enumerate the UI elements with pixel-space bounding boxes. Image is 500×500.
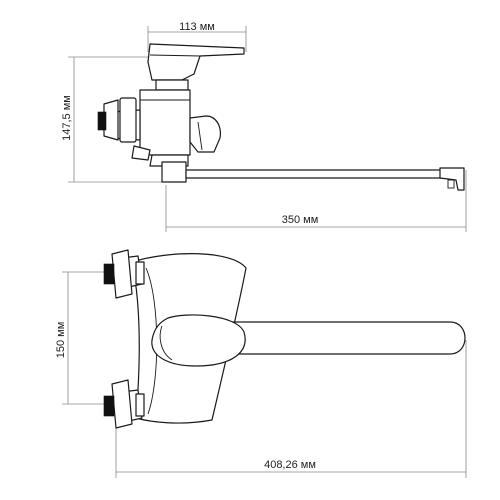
side-lever-handle — [147, 43, 245, 81]
front-top-collar — [135, 261, 145, 285]
dimension-spout-length: 350 мм — [165, 170, 467, 232]
side-hex-nut — [119, 97, 137, 143]
dimension-overall-length: 408,26 мм — [115, 340, 467, 478]
dimension-height: 147,5 мм — [61, 56, 170, 183]
dimension-label-height: 147,5 мм — [61, 95, 73, 141]
dimension-inlet-spacing: 150 мм — [55, 271, 104, 405]
dimension-top-width: 113 мм — [147, 21, 247, 52]
side-thread-end — [97, 111, 107, 131]
front-top-thread-end — [103, 263, 115, 285]
side-diverter-knob — [189, 115, 221, 153]
front-bottom-collar — [135, 393, 145, 417]
dimension-label-inlet-spacing: 150 мм — [55, 322, 67, 359]
side-small-nozzle — [131, 145, 151, 161]
side-cartridge-neck — [155, 79, 189, 91]
front-bottom-thread-end — [103, 395, 115, 417]
side-aerator-tip — [439, 167, 465, 191]
front-lever-oval — [151, 314, 246, 367]
front-top-flange — [111, 249, 133, 299]
dimension-label-spout-length: 350 мм — [282, 214, 319, 226]
side-view: 113 мм 147,5 мм 350 мм — [61, 21, 467, 232]
side-spout-collar — [161, 161, 187, 183]
front-swivel-spout — [195, 321, 466, 355]
side-long-spout — [185, 169, 451, 179]
front-inlet-top — [103, 249, 145, 299]
front-inlet-bottom — [103, 379, 145, 429]
front-bottom-flange — [111, 379, 133, 429]
front-view: 150 мм 408,26 мм — [55, 249, 467, 478]
dimension-label-overall-length: 408,26 мм — [264, 459, 316, 471]
dimension-label-top-width: 113 мм — [179, 21, 215, 33]
